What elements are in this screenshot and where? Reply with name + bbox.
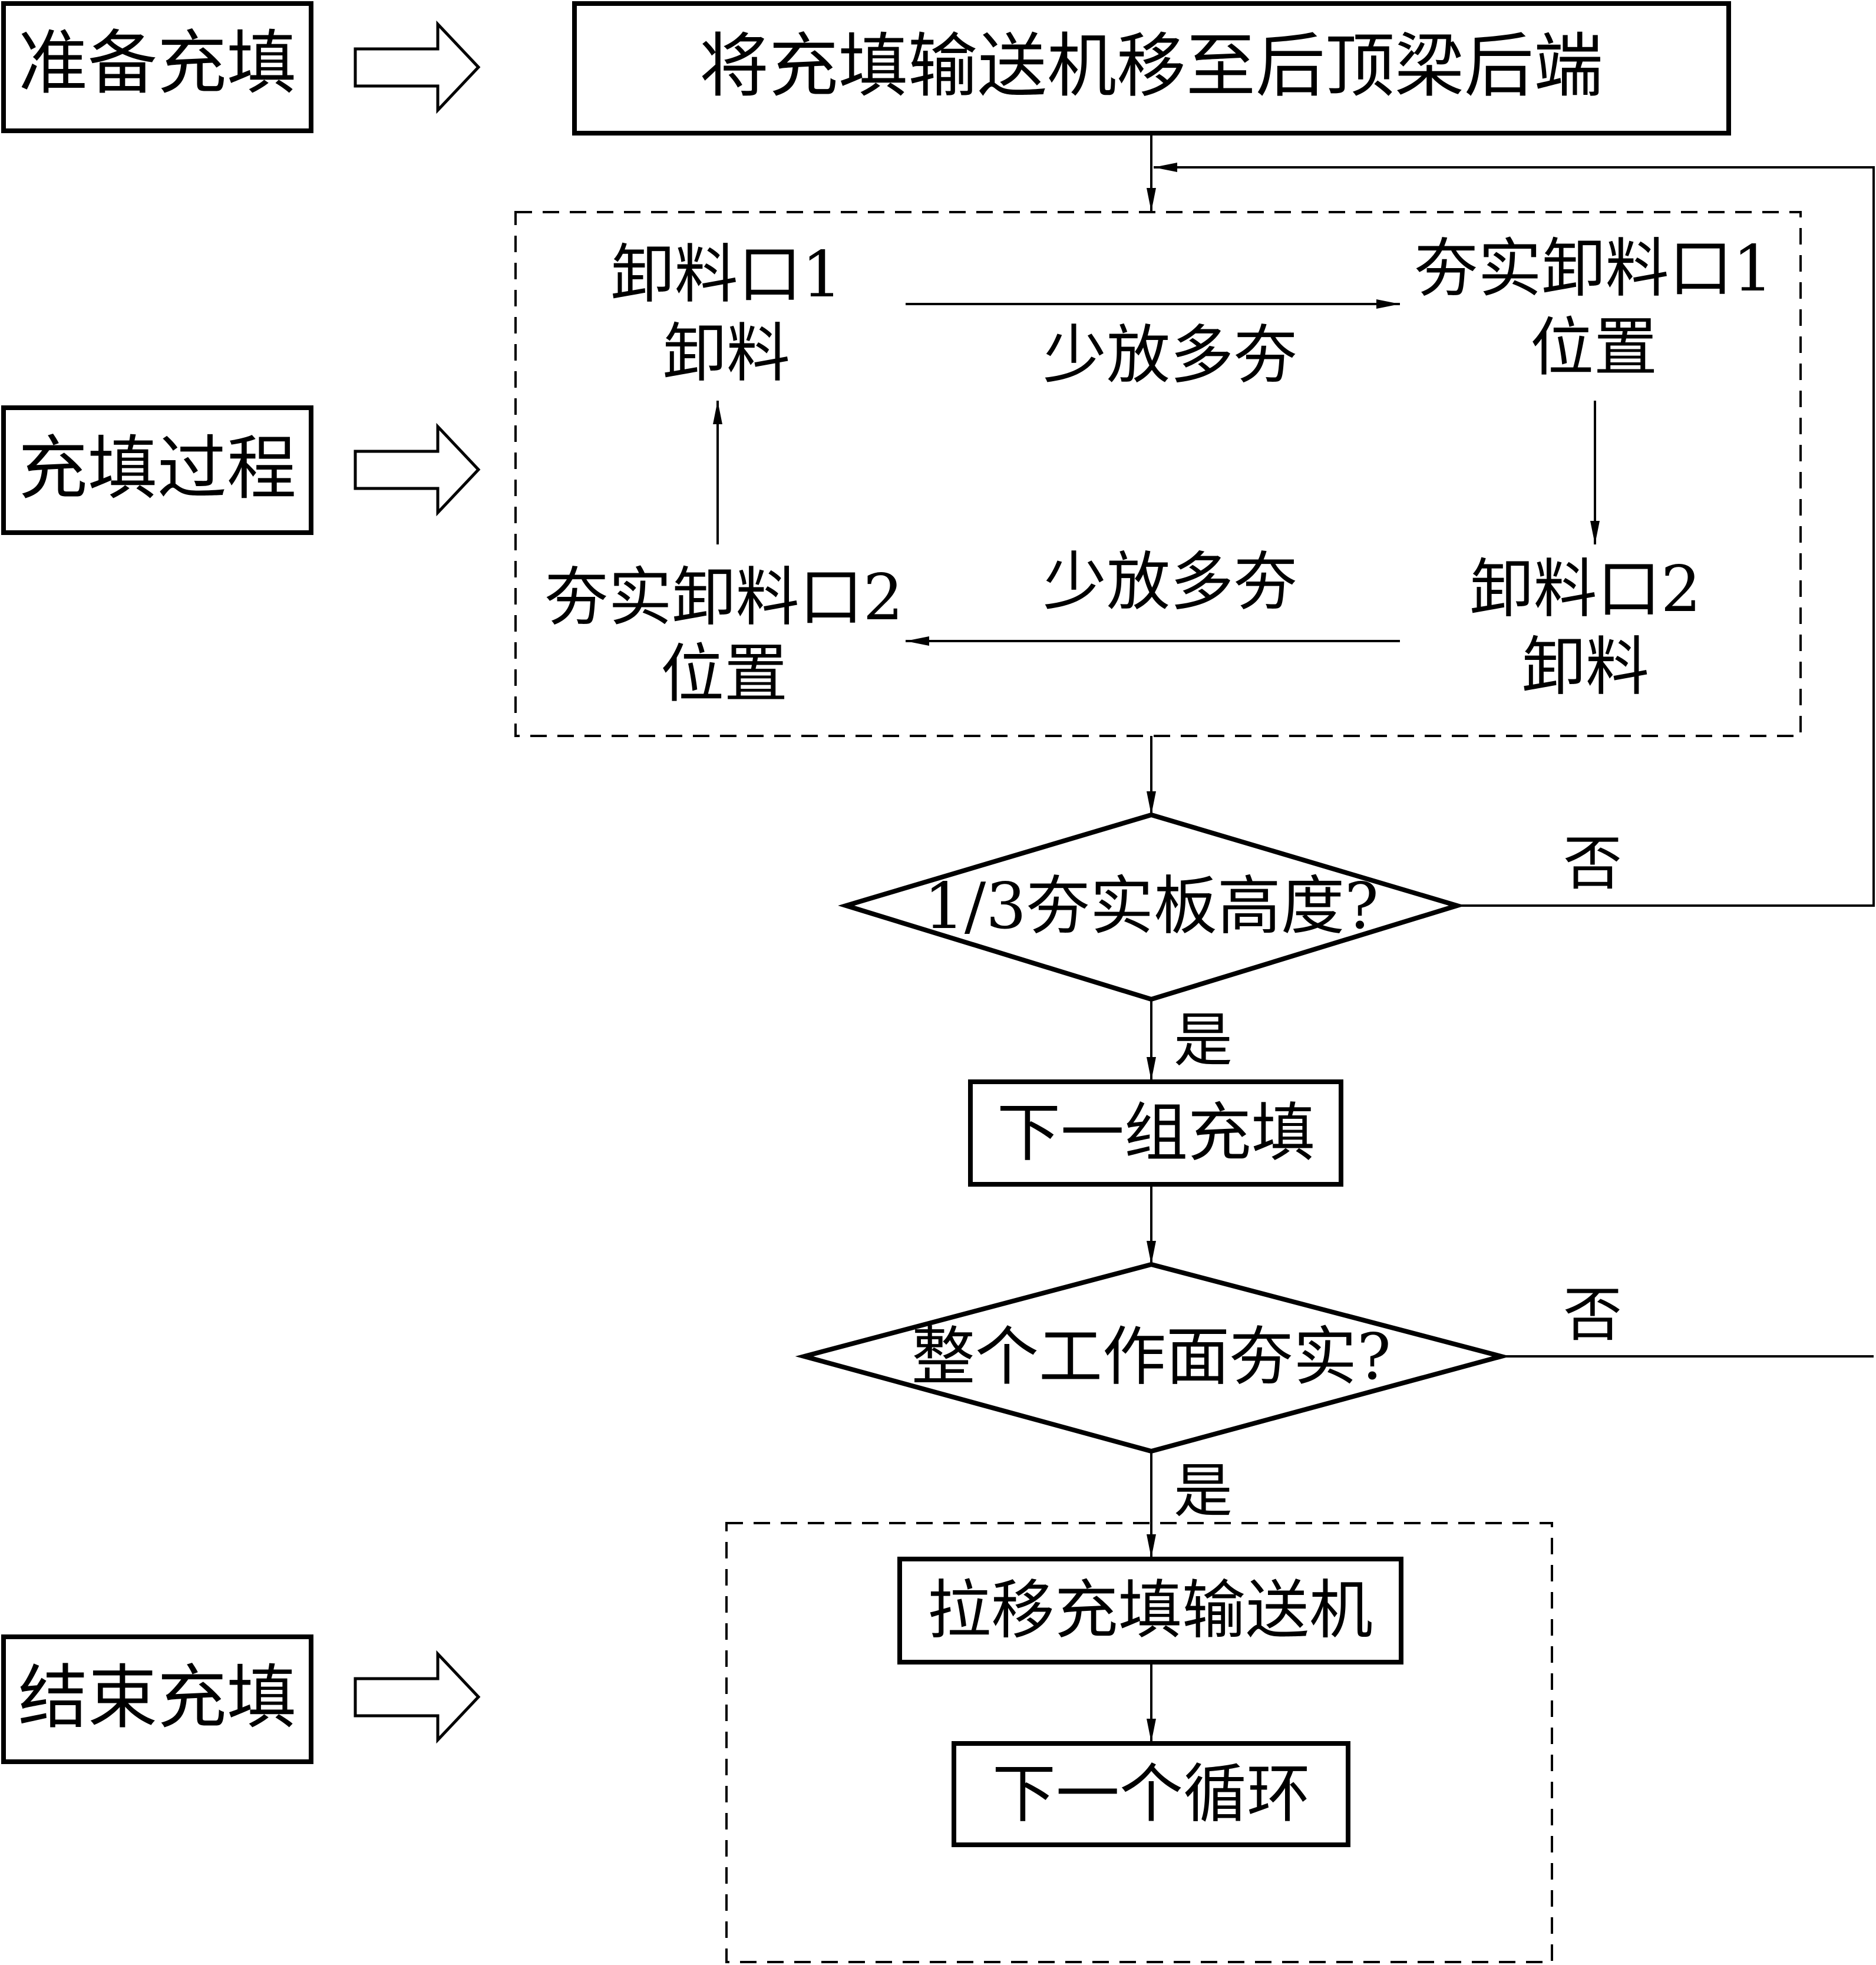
step-next-cycle-label: 下一个循环: [992, 1758, 1310, 1831]
stage-process: 充填过程: [1, 405, 313, 535]
step-port1-unload-line2: 卸料: [663, 317, 790, 391]
process-group: [514, 211, 1802, 737]
step-pull-conveyor-label: 拉移充填输送机: [927, 1574, 1373, 1647]
step-next-group: 下一组充填: [968, 1079, 1343, 1187]
step-move-conveyor: 将充填输送机移至后顶梁后端: [572, 1, 1731, 136]
step-next-cycle: 下一个循环: [952, 1741, 1350, 1847]
decision-whole-face: 整个工作面夯实?: [795, 1261, 1511, 1454]
decision-whole-face-label: 整个工作面夯实?: [911, 1320, 1391, 1394]
step-move-conveyor-label: 将充填输送机移至后顶梁后端: [699, 25, 1603, 107]
no-label-1: 否: [1563, 829, 1622, 898]
less-more-label-bottom: 少放多夯: [1043, 546, 1297, 619]
no-label-2: 否: [1563, 1280, 1622, 1349]
hollow-arrow-icon: [354, 20, 481, 114]
step-pull-conveyor: 拉移充填输送机: [897, 1557, 1403, 1665]
yes-label-2: 是: [1174, 1457, 1233, 1525]
step-tamp-port1: 夯实卸料口1 位置: [1415, 232, 1773, 385]
step-port1-unload: 卸料口1 卸料: [611, 238, 843, 391]
stage-prepare: 准备充填: [1, 1, 313, 133]
hollow-arrow-icon: [354, 1650, 481, 1744]
step-tamp-port2-line2: 位置: [660, 638, 788, 711]
yes-label-1: 是: [1174, 1006, 1233, 1075]
step-port2-unload-line2: 卸料: [1522, 630, 1649, 704]
step-port2-unload: 卸料口2 卸料: [1470, 553, 1702, 704]
hollow-arrow-icon: [354, 422, 481, 517]
step-port2-unload-line1: 卸料口2: [1470, 553, 1702, 626]
stage-process-label: 充填过程: [18, 428, 296, 509]
step-port1-unload-line1: 卸料口1: [611, 238, 843, 312]
finish-group: [725, 1522, 1553, 1963]
stage-prepare-label: 准备充填: [18, 22, 296, 104]
step-tamp-port2: 夯实卸料口2 位置: [545, 561, 904, 711]
less-more-label-top: 少放多夯: [1043, 319, 1297, 392]
stage-finish-label: 结束充填: [18, 1657, 296, 1738]
step-next-group-label: 下一组充填: [997, 1097, 1315, 1170]
step-tamp-port1-line1: 夯实卸料口1: [1415, 232, 1773, 306]
feedback-loop-line: [1154, 163, 1875, 907]
stage-finish: 结束充填: [1, 1634, 313, 1764]
decision-third-height: 1/3夯实板高度?: [838, 812, 1465, 1002]
step-tamp-port2-line1: 夯实卸料口2: [545, 561, 904, 635]
decision-third-height-label: 1/3夯实板高度?: [924, 870, 1379, 943]
step-tamp-port1-line2: 位置: [1530, 311, 1657, 385]
